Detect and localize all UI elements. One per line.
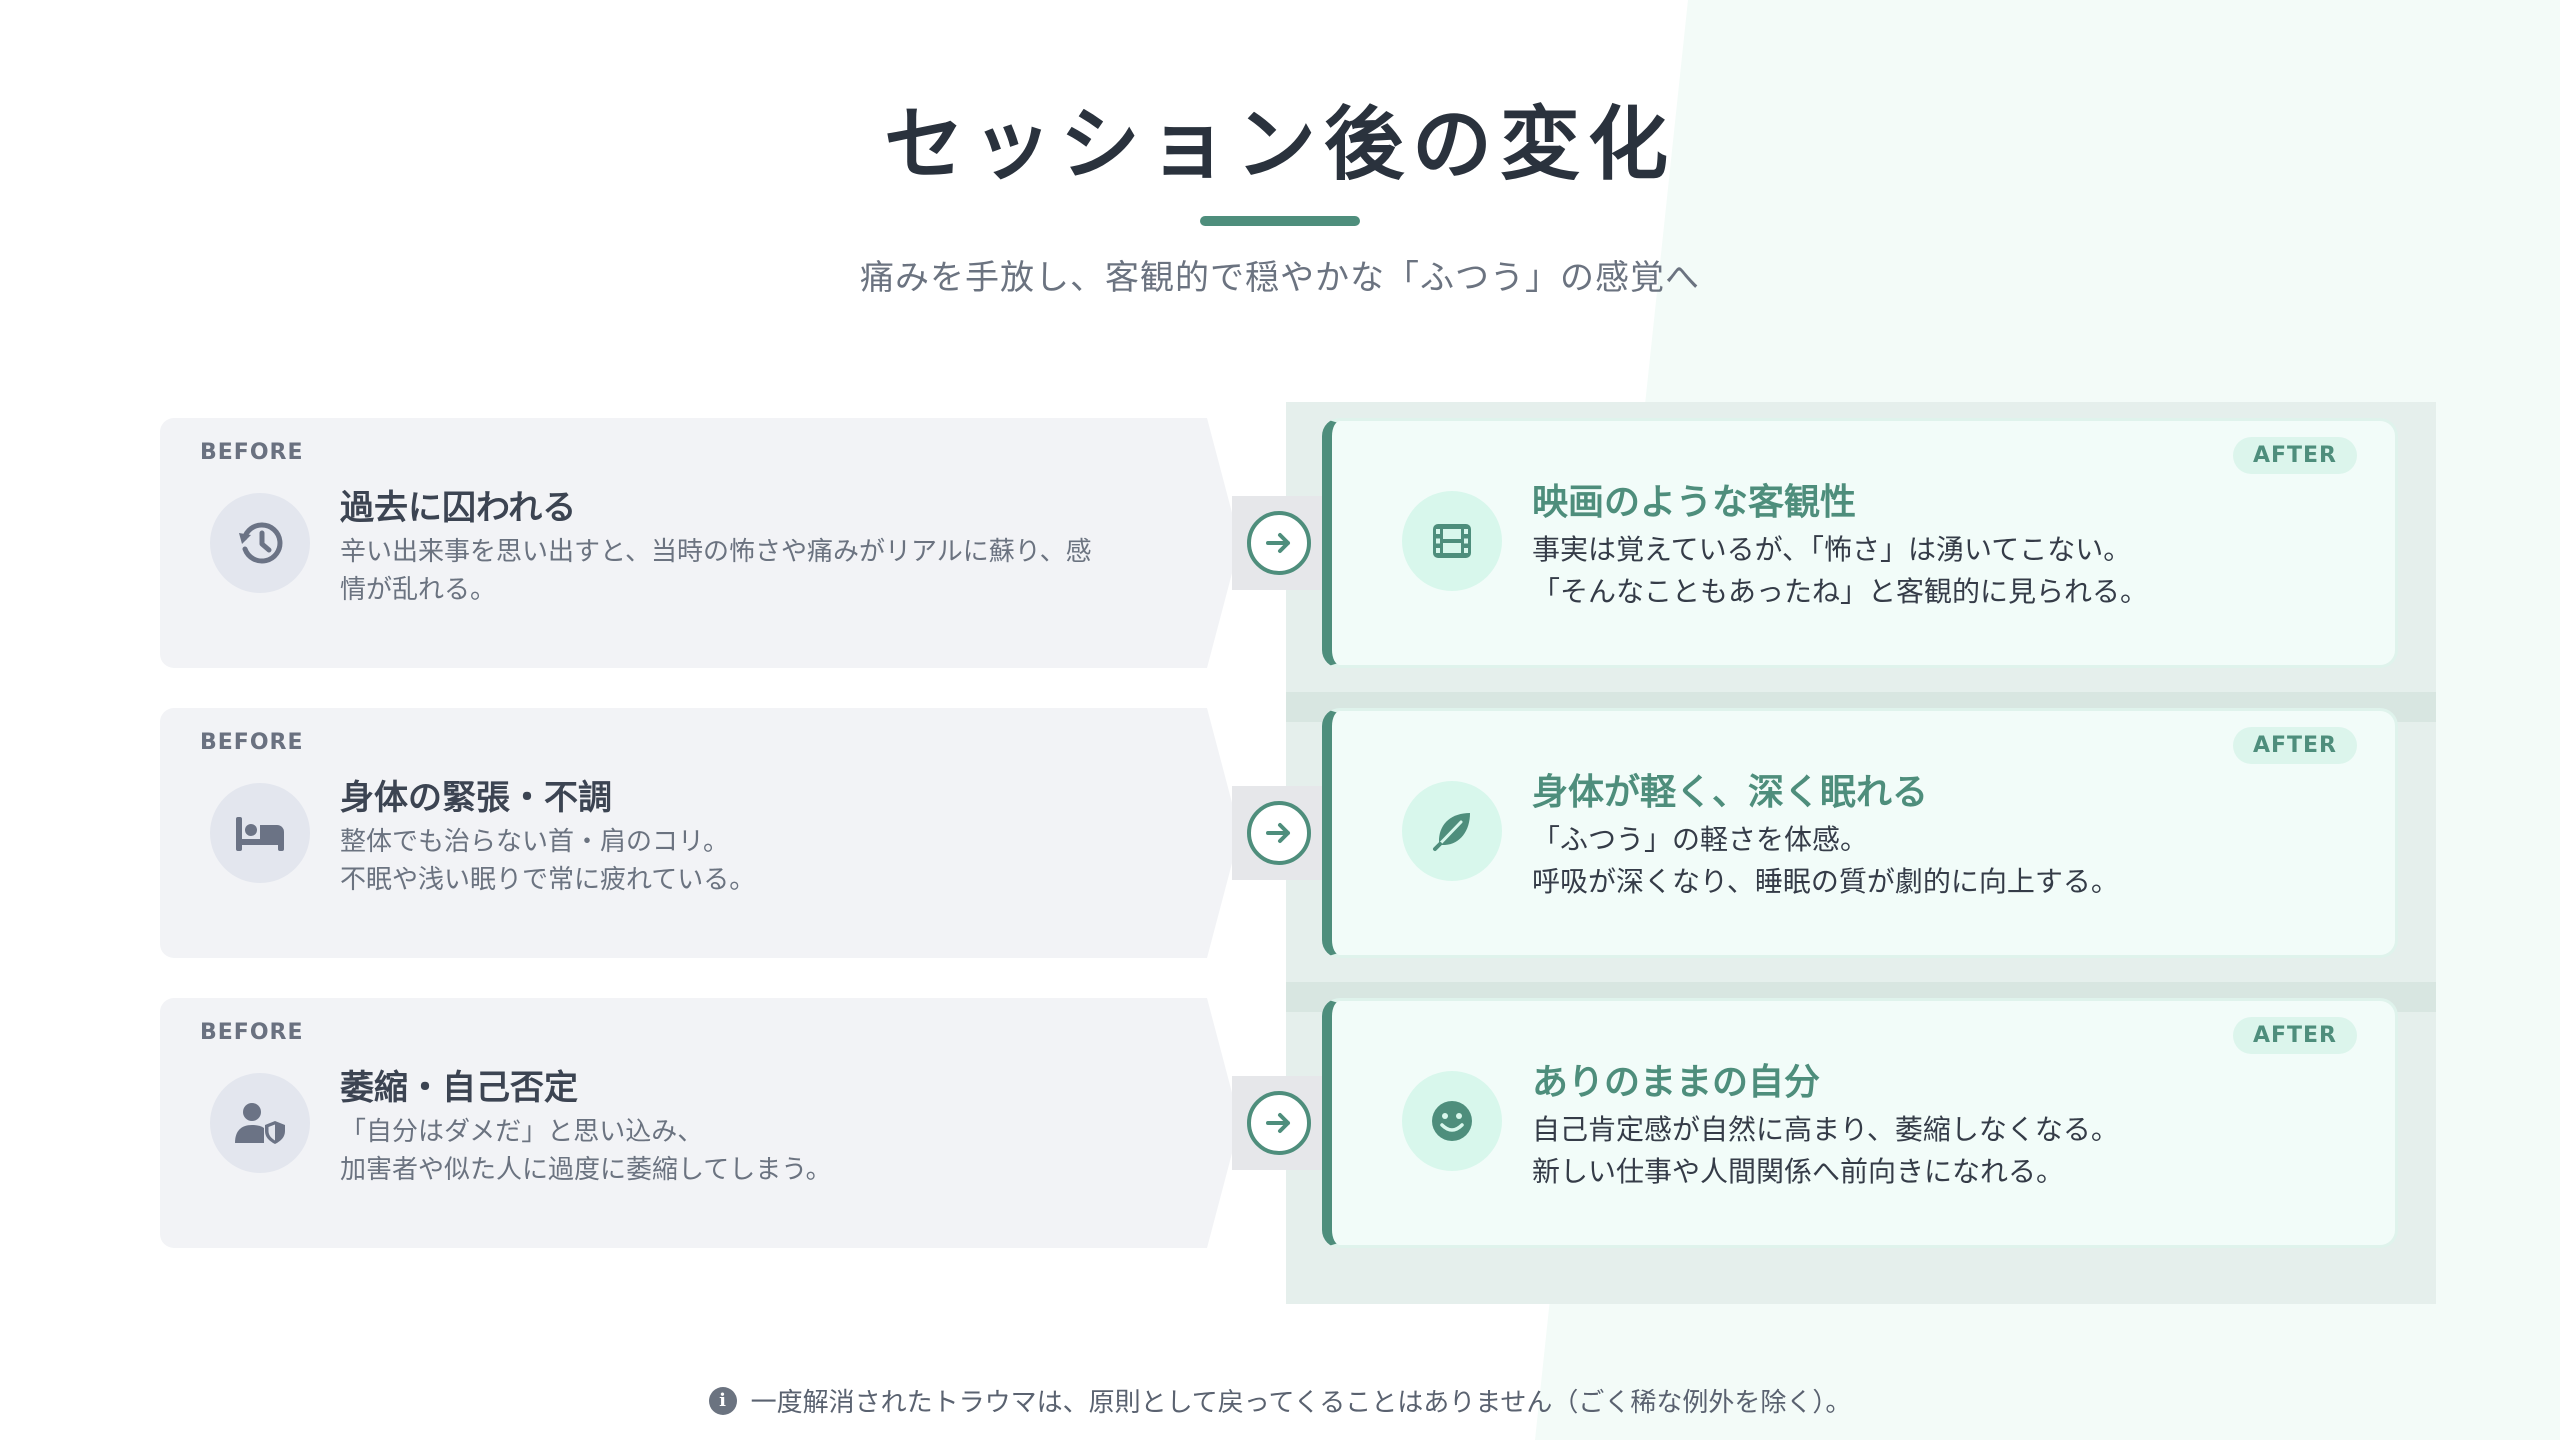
before-label: BEFORE: [200, 440, 304, 465]
arrow-connector: [1232, 786, 1326, 880]
before-card: BEFORE 過去に囚われる 辛い出来事を思い出すと、当時の怖さや痛みがリアルに…: [160, 418, 1240, 668]
before-label: BEFORE: [200, 730, 304, 755]
after-badge: AFTER: [2232, 437, 2357, 474]
footer-note: i 一度解消されたトラウマは、原則として戻ってくることはありません（ごく稀な例外…: [0, 1382, 2560, 1419]
feather-icon: [1402, 781, 1502, 881]
before-label: BEFORE: [200, 1020, 304, 1045]
before-description: 辛い出来事を思い出すと、当時の怖さや痛みがリアルに蘇り、感 情が乱れる。: [340, 537, 1092, 605]
user-shield-icon: [210, 1073, 310, 1173]
before-title: 身体の緊張・不調: [340, 778, 612, 818]
before-card: BEFORE 萎縮・自己否定 「自分はダメだ」と思い込み、 加害者や似た人に過度…: [160, 998, 1240, 1248]
before-card: BEFORE 身体の緊張・不調 整体でも治らない首・肩のコリ。 不眠や浅い眠りで…: [160, 708, 1240, 958]
film-icon: [1402, 491, 1502, 591]
after-title: 身体が軽く、深く眠れる: [1532, 772, 1929, 813]
header: セッション後の変化 痛みを手放し、客観的で穏やかな「ふつう」の感覚へ: [0, 90, 2560, 299]
arrow-right-icon: [1247, 801, 1311, 865]
after-card: AFTER ありのままの自分 自己肯定感が自然に高まり、萎縮しなくなる。 新しい…: [1322, 998, 2398, 1248]
before-title: 萎縮・自己否定: [340, 1068, 578, 1108]
after-badge: AFTER: [2232, 1017, 2357, 1054]
arrow-connector: [1232, 496, 1326, 590]
page-title: セッション後の変化: [884, 98, 1676, 191]
after-description: 自己肯定感が自然に高まり、萎縮しなくなる。 新しい仕事や人間関係へ前向きになれる…: [1532, 1113, 2119, 1188]
after-title: ありのままの自分: [1532, 1062, 1821, 1103]
smile-icon: [1402, 1071, 1502, 1171]
after-badge: AFTER: [2232, 727, 2357, 764]
title-underline: [1200, 216, 1360, 226]
page-subtitle: 痛みを手放し、客観的で穏やかな「ふつう」の感覚へ: [860, 258, 1700, 298]
comparison-row: BEFORE 萎縮・自己否定 「自分はダメだ」と思い込み、 加害者や似た人に過度…: [0, 998, 2560, 1248]
after-title: 映画のような客観性: [1532, 482, 1857, 523]
info-icon: i: [708, 1386, 737, 1415]
comparison-row: BEFORE 過去に囚われる 辛い出来事を思い出すと、当時の怖さや痛みがリアルに…: [0, 418, 2560, 668]
after-description: 事実は覚えているが、「怖さ」は湧いてこない。 「そんなこともあったね」と客観的に…: [1532, 533, 2149, 608]
before-description: 整体でも治らない首・肩のコリ。 不眠や浅い眠りで常に疲れている。: [340, 827, 756, 895]
arrow-right-icon: [1247, 1091, 1311, 1155]
arrow-right-icon: [1247, 511, 1311, 575]
history-icon: [210, 493, 310, 593]
footer-text: 一度解消されたトラウマは、原則として戻ってくることはありません（ごく稀な例外を除…: [750, 1388, 1852, 1418]
after-card: AFTER 身体が軽く、深く眠れる 「ふつう」の軽さを体感。 呼吸が深くなり、睡…: [1322, 708, 2398, 958]
after-description: 「ふつう」の軽さを体感。 呼吸が深くなり、睡眠の質が劇的に向上する。: [1532, 823, 2119, 898]
arrow-connector: [1232, 1076, 1326, 1170]
comparison-row: BEFORE 身体の緊張・不調 整体でも治らない首・肩のコリ。 不眠や浅い眠りで…: [0, 708, 2560, 958]
before-description: 「自分はダメだ」と思い込み、 加害者や似た人に過度に萎縮してしまう。: [340, 1117, 832, 1185]
bed-icon: [210, 783, 310, 883]
before-title: 過去に囚われる: [340, 488, 577, 528]
after-card: AFTER 映画のような客観性 事実は覚えているが、「: [1322, 418, 2398, 668]
